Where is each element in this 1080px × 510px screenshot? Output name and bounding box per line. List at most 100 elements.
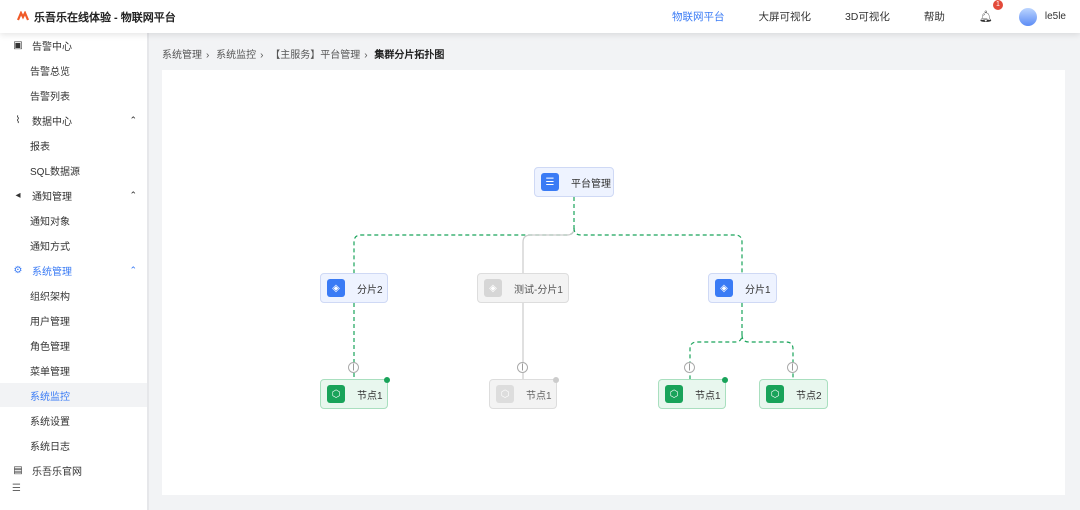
sidebar-item-12[interactable]: 菜单管理: [0, 358, 147, 382]
sidebar-label: 系统监控: [30, 391, 70, 403]
nav-help[interactable]: 帮助: [923, 11, 945, 23]
sidebar-group-5[interactable]: ◂ 通知管理 ⌃: [0, 183, 147, 207]
node-shard[interactable]: ◈ 分片2: [320, 273, 388, 303]
alarm-icon: ▣: [13, 39, 23, 51]
sidebar-item-4[interactable]: SQL数据源: [0, 158, 147, 182]
notification-button[interactable]: 🔔︎1: [978, 0, 1003, 23]
nav-3d[interactable]: 3D可视化: [844, 11, 890, 23]
status-dot: [384, 377, 390, 383]
expand-toggle[interactable]: |: [787, 362, 798, 373]
sidebar-item-0[interactable]: 告警总览: [0, 58, 147, 82]
sidebar-label: 通知管理: [32, 191, 72, 203]
server-icon: ☰: [541, 173, 559, 191]
notification-badge: 1: [992, 0, 1003, 10]
sidebar-label: 菜单管理: [30, 366, 70, 378]
node-shard[interactable]: ◈分片1: [708, 273, 777, 303]
status-dot: [553, 377, 559, 383]
chevron-up-icon: ⌃: [129, 114, 137, 125]
document-icon: ▤: [13, 464, 23, 476]
sidebar-label: SQL数据源: [30, 166, 81, 178]
username[interactable]: le5le: [1044, 11, 1066, 22]
sidebar-label: 数据中心: [32, 116, 72, 128]
node-label: 节点2: [796, 390, 822, 402]
node-instance[interactable]: ⬡节点1: [489, 377, 559, 409]
top-header: 乐吾乐在线体验 - 物联网平台 物联网平台 大屏可视化 3D可视化 帮助 🔔︎1…: [0, 0, 1080, 33]
top-nav: 物联网平台 大屏可视化 3D可视化 帮助 🔔︎1 le5le: [672, 0, 1080, 33]
expand-toggle[interactable]: |: [684, 362, 695, 373]
sidebar-label: 告警列表: [30, 91, 70, 103]
sidebar-label: 通知方式: [30, 241, 70, 253]
app-title: 乐吾乐在线体验 - 物联网平台: [34, 11, 176, 24]
node-instance[interactable]: ⬡节点2: [759, 379, 828, 409]
node-root[interactable]: ☰ 平台管理: [534, 167, 614, 197]
node-label: 分片2: [357, 284, 383, 296]
node-instance[interactable]: ⬡ 节点1: [658, 377, 728, 409]
node-label: 测试-分片1: [514, 284, 563, 296]
sidebar-label: 用户管理: [30, 316, 70, 328]
node-instance[interactable]: ⬡ 节点1: [320, 377, 390, 409]
chart-line-icon: ⌇: [15, 114, 21, 126]
breadcrumb-item[interactable]: 【主服务】平台管理: [270, 50, 361, 61]
status-dot: [722, 377, 728, 383]
breadcrumb-item[interactable]: 系统管理: [162, 50, 202, 61]
sidebar-item-9[interactable]: 组织架构: [0, 283, 147, 307]
sidebar-label: 系统管理: [32, 266, 72, 278]
layers-icon: ◈: [715, 279, 733, 297]
link-shard1-node1: [689, 303, 743, 380]
bell-icon: 🔔︎: [978, 11, 993, 23]
sidebar-item-10[interactable]: 用户管理: [0, 308, 147, 332]
node-shard[interactable]: ◈ 测试-分片1: [477, 273, 569, 303]
logo-icon: [16, 10, 30, 20]
sidebar-label: 系统设置: [30, 416, 70, 428]
layers-icon: ◈: [327, 279, 345, 297]
sidebar-label: 告警中心: [32, 41, 72, 53]
sidebar-label: 告警总览: [30, 66, 70, 78]
sidebar-label: 乐吾乐官网: [32, 466, 82, 478]
breadcrumb: 系统管理› 系统监控› 【主服务】平台管理› 集群分片拓扑图: [162, 46, 448, 61]
nav-big-screen[interactable]: 大屏可视化: [758, 11, 811, 23]
sidebar-item-6[interactable]: 通知对象: [0, 208, 147, 232]
sidebar-item-15[interactable]: 系统日志: [0, 433, 147, 457]
sidebar-item-13[interactable]: 系统监控: [0, 383, 147, 407]
sidebar-group-8[interactable]: ⚙ 系统管理 ⌃: [0, 258, 147, 282]
breadcrumb-item[interactable]: 系统监控: [216, 50, 257, 61]
hexagon-icon: ⬡: [327, 385, 345, 403]
nav-iot-platform[interactable]: 物联网平台: [671, 11, 725, 23]
sidebar-label: 角色管理: [30, 341, 70, 353]
speaker-icon: ◂: [15, 189, 21, 201]
hexagon-icon: ⬡: [496, 385, 514, 403]
topology-panel: ☰平台管理 ◈分片2 ◈测试-分片1 ◈分片1 | | | | ⬡节点1 ⬡节点…: [162, 70, 1065, 495]
sidebar-group-alarm[interactable]: ▣ 告警中心: [0, 33, 147, 57]
link-root-shard1: [573, 227, 743, 274]
node-label: 节点1: [357, 390, 383, 402]
sidebar-label: 通知对象: [30, 216, 70, 228]
menu-collapse-icon[interactable]: ☰: [12, 483, 21, 494]
breadcrumb-separator: ›: [260, 50, 264, 61]
sidebar: ▣ 告警中心告警总览告警列表 ⌇ 数据中心 ⌃ 报表 SQL数据源 ◂ 通知管理 ⌃ 通知对象通知方…: [0, 33, 149, 510]
layers-icon: ◈: [484, 279, 502, 297]
avatar[interactable]: [1018, 7, 1037, 26]
sidebar-group-2[interactable]: ⌇ 数据中心 ⌃: [0, 108, 147, 132]
app-logo[interactable]: 乐吾乐在线体验 - 物联网平台: [16, 9, 176, 25]
sidebar-item-7[interactable]: 通知方式: [0, 233, 147, 257]
sidebar-item-11[interactable]: 角色管理: [0, 333, 147, 357]
node-label: 平台管理: [571, 178, 611, 190]
hexagon-icon: ⬡: [665, 385, 683, 403]
breadcrumb-separator: ›: [206, 50, 210, 61]
gear-icon: ⚙: [13, 264, 23, 276]
expand-toggle[interactable]: |: [348, 362, 359, 373]
sidebar-label: 系统日志: [30, 441, 70, 453]
topology-links: [353, 197, 794, 380]
expand-toggle[interactable]: |: [517, 362, 528, 373]
node-label: 节点1: [695, 390, 721, 402]
sidebar-item-3[interactable]: 报表: [0, 133, 147, 157]
link-root-test-shard: [522, 227, 575, 274]
sidebar-group-16[interactable]: ▤ 乐吾乐官网: [0, 458, 147, 482]
sidebar-label: 组织架构: [30, 291, 70, 303]
sidebar-item-1[interactable]: 告警列表: [0, 83, 147, 107]
sidebar-item-14[interactable]: 系统设置: [0, 408, 147, 432]
chevron-up-icon: ⌃: [129, 189, 137, 200]
link-shard1-node2: [741, 334, 794, 380]
chevron-up-icon: ⌃: [129, 264, 137, 275]
breadcrumb-separator: ›: [364, 50, 368, 61]
